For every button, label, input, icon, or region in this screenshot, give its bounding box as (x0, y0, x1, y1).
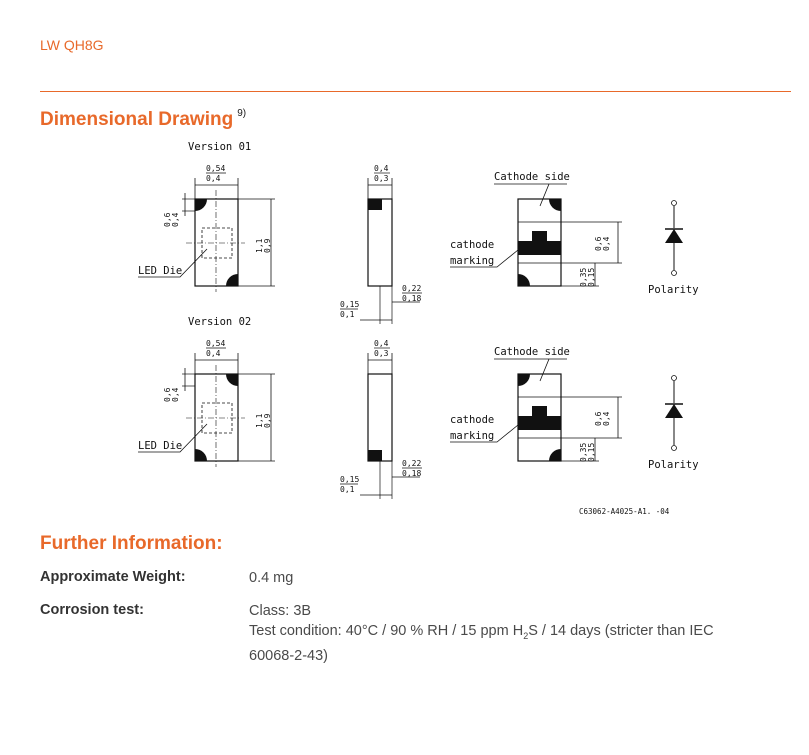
pad-right-min: 0,18 (402, 469, 421, 478)
cathode-marking-line2: marking (450, 430, 494, 442)
top-width-max: 0,54 (206, 164, 225, 173)
cathode-side-label: Cathode side (494, 171, 570, 183)
corner-pad (549, 449, 561, 461)
mark-height-max: 0,6 (594, 411, 603, 426)
version-02-drawing: Version 02 0,54 0,4 1,1 0,9 0,6 0,4 LED … (138, 316, 699, 499)
pad-right-max: 0,22 (402, 284, 421, 293)
cathode-marking-line2: marking (450, 255, 494, 267)
total-height-max: 1,1 (255, 413, 264, 428)
weight-label: Approximate Weight: (40, 569, 186, 585)
mark-offset-min: 0,15 (587, 268, 596, 287)
weight-value: 0.4 mg (249, 570, 294, 586)
corrosion-condition: Test condition: 40°C / 90 % RH / 15 ppm … (249, 621, 779, 646)
corner-height-max: 0,6 (163, 387, 172, 402)
corner-pad (518, 374, 530, 386)
side-width-min: 0,3 (374, 349, 389, 358)
pad-left-max: 0,15 (340, 300, 359, 309)
led-die-label: LED Die (138, 440, 182, 452)
cathode-side-label: Cathode side (494, 346, 570, 358)
side-pad (368, 450, 382, 461)
cathode-marking-line1: cathode (450, 239, 494, 251)
corner-pad (195, 449, 207, 461)
corner-height-min: 0,4 (171, 387, 180, 402)
pad-left-min: 0,1 (340, 485, 355, 494)
pad-right-max: 0,22 (402, 459, 421, 468)
total-height-min: 0,9 (263, 238, 272, 253)
top-width-min: 0,4 (206, 174, 221, 183)
corner-height-max: 0,6 (163, 212, 172, 227)
cathode-mark (518, 406, 561, 430)
cathode-mark (518, 231, 561, 255)
corrosion-condition-part1: Test condition: 40°C / 90 % RH / 15 ppm … (249, 623, 524, 639)
dimensional-drawing-title: Dimensional Drawing (40, 109, 234, 130)
side-width-min: 0,3 (374, 174, 389, 183)
pad-left-max: 0,15 (340, 475, 359, 484)
package-side-outline (367, 373, 393, 462)
mark-height-min: 0,4 (602, 411, 611, 426)
part-number: LW QH8G (40, 37, 104, 53)
drawing-code: C63062-A4025-A1. -04 (579, 507, 670, 516)
mark-offset-max: 0,35 (579, 443, 588, 462)
polarity-label: Polarity (648, 459, 699, 471)
footnote-reference: 9) (237, 108, 247, 119)
corrosion-standard: 60068-2-43) (249, 647, 328, 664)
corrosion-details: Class: 3B Test condition: 40°C / 90 % RH… (249, 601, 779, 666)
package-front-outline (194, 198, 239, 287)
top-width-max: 0,54 (206, 339, 225, 348)
diode-symbol (665, 404, 683, 418)
corner-pad (518, 274, 530, 286)
side-pad (368, 199, 382, 210)
version-label: Version 02 (188, 316, 251, 328)
corrosion-condition-part2: S / 14 days (stricter than IEC (528, 623, 714, 639)
corner-pad (195, 199, 207, 211)
total-height-min: 0,9 (263, 413, 272, 428)
corrosion-condition-subscript: 2 (523, 630, 529, 641)
mark-offset-min: 0,15 (587, 443, 596, 462)
mark-height-min: 0,4 (602, 236, 611, 251)
mark-height-max: 0,6 (594, 236, 603, 251)
corner-pad (226, 274, 238, 286)
pad-left-min: 0,1 (340, 310, 355, 319)
corrosion-class: Class: 3B (249, 603, 312, 619)
top-width-min: 0,4 (206, 349, 221, 358)
side-width-max: 0,4 (374, 339, 389, 348)
version-01-drawing: Version 01 0,54 0,4 1,1 0,9 0,6 0,4 LED … (138, 141, 699, 324)
header-divider (40, 91, 791, 92)
total-height-max: 1,1 (255, 238, 264, 253)
version-label: Version 01 (188, 141, 251, 153)
led-die-label: LED Die (138, 265, 182, 277)
package-side-outline (367, 198, 393, 287)
mark-offset-max: 0,35 (579, 268, 588, 287)
polarity-label: Polarity (648, 284, 699, 296)
diode-symbol (665, 229, 683, 243)
side-width-max: 0,4 (374, 164, 389, 173)
pad-right-min: 0,18 (402, 294, 421, 303)
corner-pad (549, 199, 561, 211)
corner-height-min: 0,4 (171, 212, 180, 227)
corrosion-label: Corrosion test: (40, 602, 144, 618)
section-title-further-information: Further Information: (40, 533, 223, 554)
cathode-marking-line1: cathode (450, 414, 494, 426)
corner-pad (226, 374, 238, 386)
package-front-outline (194, 373, 239, 462)
